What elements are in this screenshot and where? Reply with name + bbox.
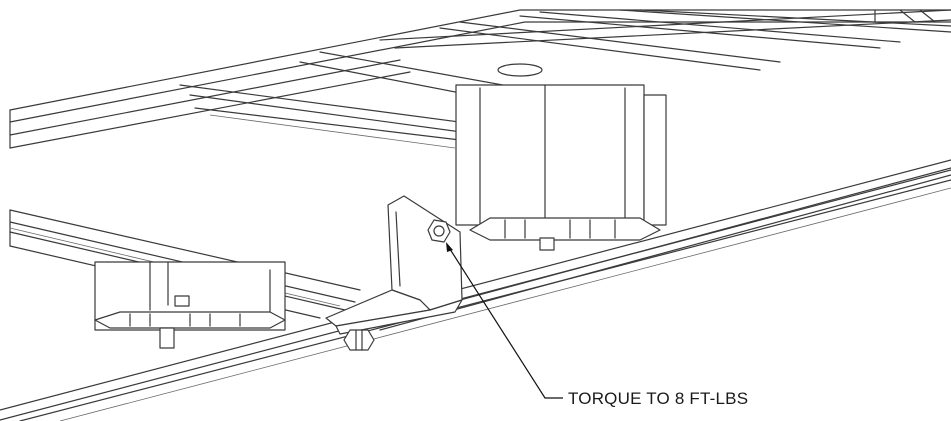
right-foot-block	[455, 84, 667, 251]
lower-rails	[0, 159, 951, 421]
upper-rail-frame	[9, 9, 951, 149]
left-foot-block	[94, 261, 286, 349]
hex-bolt	[427, 219, 451, 243]
torque-callout-label: TORQUE TO 8 FT-LBS	[568, 389, 748, 408]
arrowhead-icon	[446, 242, 453, 252]
callout-leader	[447, 245, 563, 399]
hex-nut	[343, 329, 375, 351]
mounting-bracket	[325, 195, 463, 335]
